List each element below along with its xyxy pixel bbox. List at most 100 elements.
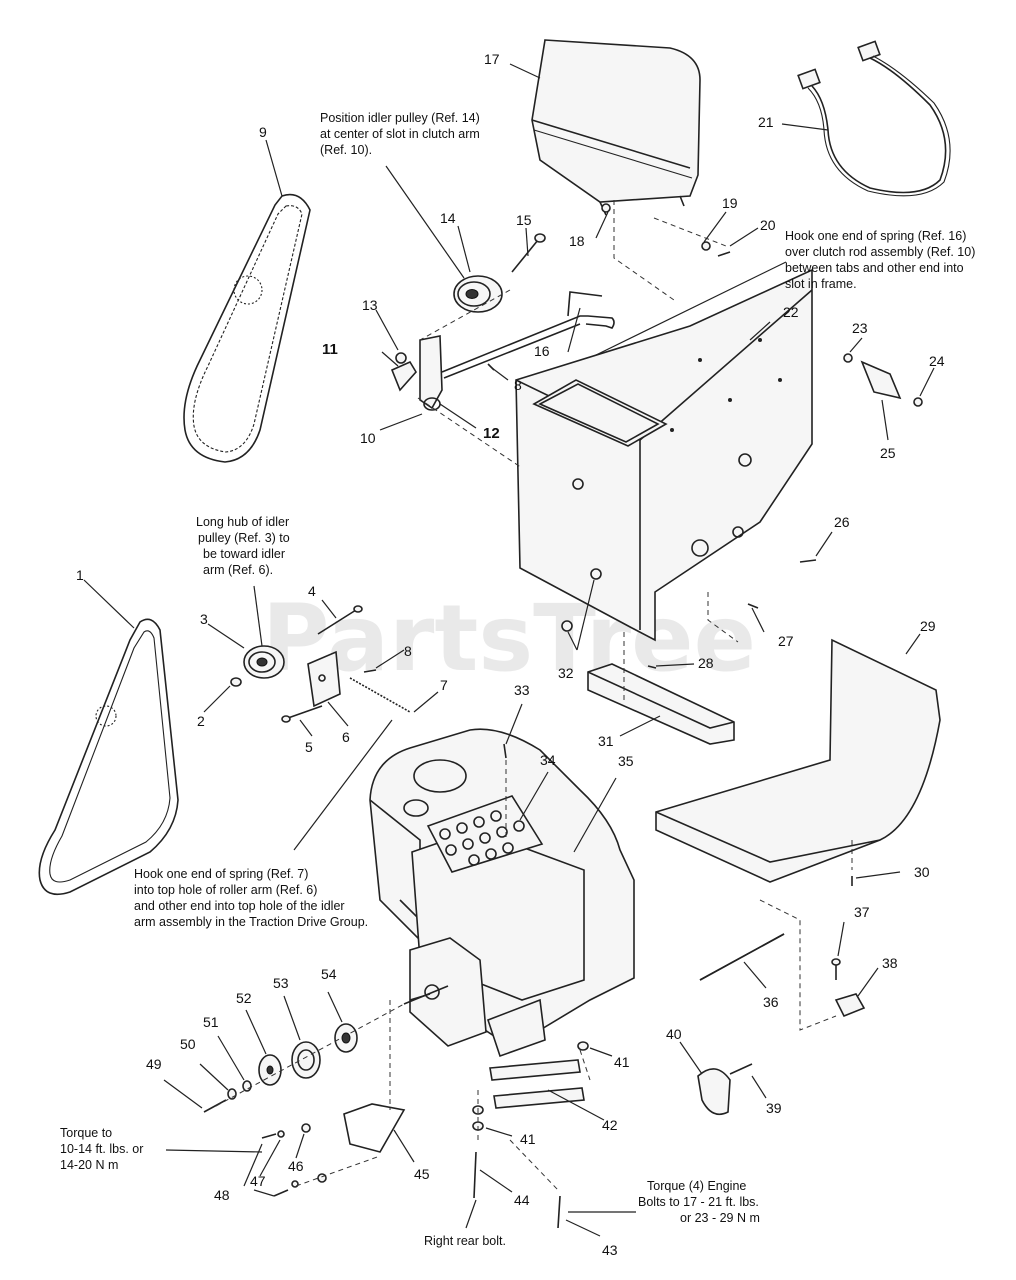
bolt-48-part: [261, 1133, 289, 1197]
callout-41a: 41: [614, 1054, 630, 1070]
bolt-15-part: [511, 233, 546, 273]
spring-7-part: [349, 677, 411, 713]
bolt-49-part: [203, 1099, 227, 1113]
callout-22: 22: [783, 304, 799, 320]
callout-30: 30: [914, 864, 930, 880]
callout-50: 50: [180, 1036, 196, 1052]
washer-2-part: [230, 677, 242, 687]
roller-arm-6-part: [307, 650, 341, 708]
callout-19: 19: [722, 195, 738, 211]
callout-36: 36: [763, 994, 779, 1010]
callout-21: 21: [758, 114, 774, 130]
pulley-52-part: [258, 1054, 282, 1086]
note-spring-16: Hook one end of spring (Ref. 16) over cl…: [785, 229, 979, 291]
bolt-43-part: [557, 1195, 561, 1229]
callout-17: 17: [484, 51, 500, 67]
bracket-11-part: [390, 360, 417, 392]
idler-pulley-part: [453, 275, 503, 313]
washer-51-part: [242, 1080, 252, 1092]
callout-8b: 8: [404, 643, 412, 659]
callout-34: 34: [540, 752, 556, 768]
callout-26: 26: [834, 514, 850, 530]
bracket-38-part: [834, 993, 866, 1018]
callout-46: 46: [288, 1158, 304, 1174]
frame-part: [515, 268, 813, 642]
washer-41-part: [472, 1041, 589, 1131]
note-long-hub: Long hub of idler pulley (Ref. 3) to be …: [196, 515, 293, 577]
callout-8a: 8: [514, 377, 522, 393]
nut-13-part: [395, 352, 407, 364]
callout-1: 1: [76, 567, 84, 583]
pulley-53-part: [291, 1041, 321, 1079]
callout-41b: 41: [520, 1131, 536, 1147]
callout-11: 11: [322, 341, 338, 358]
callout-20: 20: [760, 217, 776, 233]
shaft-part: [403, 985, 449, 1005]
callout-28: 28: [698, 655, 714, 671]
callout-27: 27: [778, 633, 794, 649]
callout-16: 16: [534, 343, 550, 359]
callout-5: 5: [305, 739, 313, 755]
callout-13: 13: [362, 297, 378, 313]
callout-14: 14: [440, 210, 456, 226]
callout-35: 35: [618, 753, 634, 769]
pulley-54-part: [334, 1023, 358, 1053]
callout-47: 47: [250, 1173, 266, 1189]
callout-31: 31: [598, 733, 614, 749]
callout-52: 52: [236, 990, 252, 1006]
bolt-44-part: [473, 1151, 477, 1199]
callout-23: 23: [852, 320, 868, 336]
callout-24: 24: [929, 353, 945, 369]
fasteners: [503, 203, 853, 886]
callout-10: 10: [360, 430, 376, 446]
timing-belt-part: [183, 193, 311, 463]
belt-cover-part: [531, 39, 701, 216]
callout-2: 2: [197, 713, 205, 729]
assembly-notes: Position idler pulley (Ref. 14) at cente…: [60, 111, 979, 1248]
belt-cover-plate-part: [655, 638, 941, 883]
callout-53: 53: [273, 975, 289, 991]
v-belt-part: [38, 618, 179, 896]
note-idler-position: Position idler pulley (Ref. 14) at cente…: [320, 111, 483, 157]
alignment-lines: [215, 200, 853, 1191]
callout-3: 3: [200, 611, 208, 627]
callout-33: 33: [514, 682, 530, 698]
callout-48: 48: [214, 1187, 230, 1203]
callout-9: 9: [259, 124, 267, 140]
callout-7: 7: [440, 677, 448, 693]
callout-6: 6: [342, 729, 350, 745]
note-torque-engine: Torque (4) Engine Bolts to 17 - 21 ft. l…: [638, 1179, 762, 1225]
rod-36-part: [699, 933, 785, 981]
callout-32: 32: [558, 665, 574, 681]
callout-44: 44: [514, 1192, 530, 1208]
callout-4: 4: [308, 583, 316, 599]
callout-39: 39: [766, 1100, 782, 1116]
note-torque-pulley: Torque to 10-14 ft. lbs. or 14-20 N m: [60, 1126, 147, 1172]
bracket-45-part: [343, 1103, 406, 1153]
bolt-5-part: [281, 705, 323, 723]
callout-45: 45: [414, 1166, 430, 1182]
callout-54: 54: [321, 966, 337, 982]
callout-12: 12: [483, 425, 500, 442]
note-right-rear-bolt: Right rear bolt.: [424, 1234, 506, 1248]
idler-pulley-3-part: [243, 645, 285, 679]
bracket-25-part: [843, 353, 923, 407]
callout-25: 25: [880, 445, 896, 461]
callout-29: 29: [920, 618, 936, 634]
washer-46-part: [301, 1123, 327, 1183]
callout-42: 42: [602, 1117, 618, 1133]
callout-38: 38: [882, 955, 898, 971]
engine-part: [369, 728, 635, 1058]
wire-harness-part: [797, 40, 951, 197]
callout-18: 18: [569, 233, 585, 249]
bolt-4-part: [317, 605, 363, 635]
callout-49: 49: [146, 1056, 162, 1072]
plate-42-part: [489, 1059, 585, 1109]
note-spring-7: Hook one end of spring (Ref. 7) into top…: [134, 867, 368, 929]
knob-40-part: [697, 1068, 731, 1116]
leader-lines: [83, 63, 935, 1237]
pin-8b-part: [363, 669, 377, 673]
callout-40: 40: [666, 1026, 682, 1042]
callout-37: 37: [854, 904, 870, 920]
screw-39-part: [729, 1063, 753, 1075]
